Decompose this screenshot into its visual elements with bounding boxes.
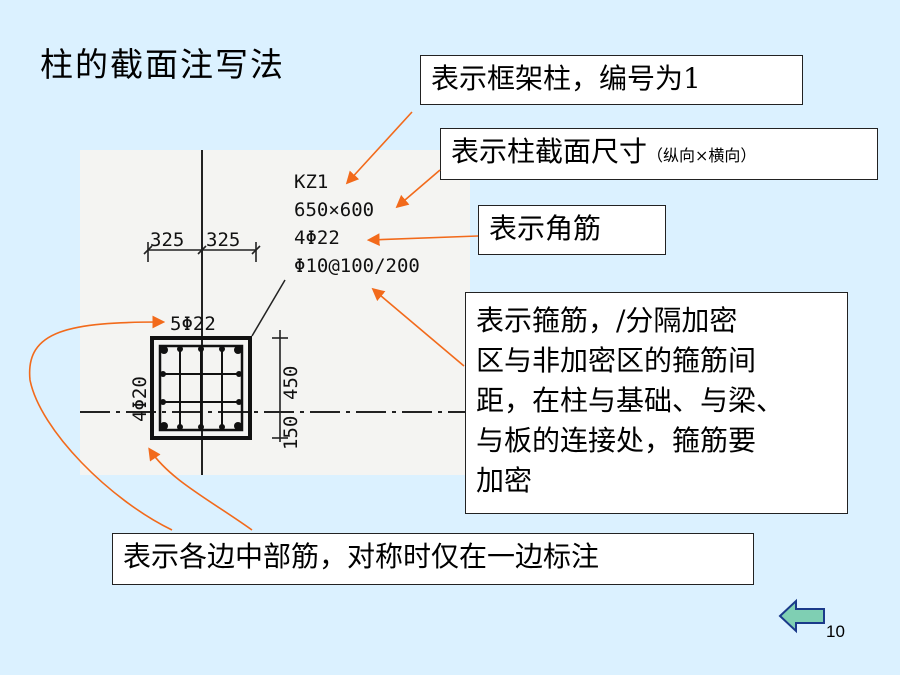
- back-arrow-icon[interactable]: [778, 598, 828, 634]
- callout-section-size: 表示柱截面尺寸（纵向×横向）: [440, 128, 878, 180]
- dim-left-text: 325: [150, 229, 184, 251]
- callout-stirrup-line-3: 距，在柱与基础、与梁、: [476, 384, 785, 417]
- callout-stirrup-line-1: 表示箍筋，/分隔加密: [476, 304, 738, 337]
- stirrup-label: Φ10@100/200: [294, 255, 420, 277]
- left-side-bar-label: 4Φ20: [129, 376, 151, 422]
- callout-section-size-text: 表示柱截面尺寸: [451, 135, 648, 168]
- corner-bar-label: 4Φ22: [294, 227, 340, 249]
- callout-stirrup-line-4: 与板的连接处，箍筋要: [476, 424, 757, 457]
- column-section-drawing: 325 325 5Φ22 4Φ20 450 150 KZ1 6: [80, 150, 470, 475]
- callout-side-bar: 表示各边中部筋，对称时仅在一边标注: [112, 533, 754, 585]
- dim-lower-vertical: 150: [280, 416, 302, 450]
- callout-frame-column: 表示框架柱，编号为1: [420, 55, 803, 105]
- callout-stirrup: 表示箍筋，/分隔加密 区与非加密区的箍筋间 距，在柱与基础、与梁、 与板的连接处…: [465, 292, 848, 514]
- callout-stirrup-line-5: 加密: [476, 464, 533, 497]
- page-title: 柱的截面注写法: [40, 45, 285, 84]
- kz-label: KZ1: [294, 171, 328, 193]
- callout-stirrup-line-2: 区与非加密区的箍筋间: [476, 344, 757, 377]
- dim-upper-vertical: 450: [280, 366, 302, 400]
- top-side-bar-label: 5Φ22: [170, 313, 216, 335]
- size-label: 650×600: [294, 199, 374, 221]
- dim-right-text: 325: [206, 229, 240, 251]
- callout-section-size-note: （纵向×横向）: [647, 146, 757, 165]
- callout-corner-bar: 表示角筋: [478, 205, 666, 255]
- drawing-svg: 325 325 5Φ22 4Φ20 450 150 KZ1 6: [80, 150, 470, 475]
- page-number: 10: [826, 622, 845, 641]
